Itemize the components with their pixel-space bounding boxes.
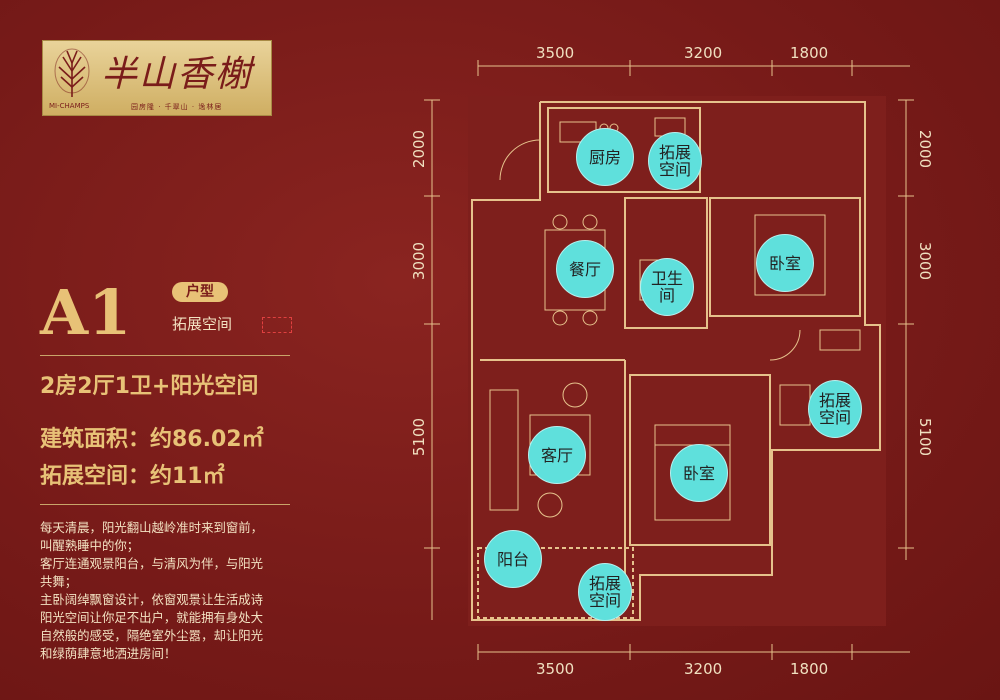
description-line: 每天清晨，阳光翻山越岭准时来到窗前， <box>40 520 264 535</box>
dim-left-2: 3000 <box>410 241 429 281</box>
dim-bottom-1: 3500 <box>536 660 575 678</box>
dim-left-1: 2000 <box>410 129 429 169</box>
room-living: 客厅 <box>528 426 586 484</box>
description-line: 自然般的感受，隔绝室外尘嚣，却让阳光 <box>40 628 264 643</box>
dim-bottom-2: 3200 <box>684 660 723 678</box>
room-bath: 卫生间 <box>640 258 694 316</box>
brand-english: MI-CHAMPS <box>49 102 90 110</box>
unit-code: A1 <box>40 276 132 349</box>
dim-right-2: 3000 <box>916 241 935 281</box>
dim-bottom-3: 1800 <box>790 660 829 678</box>
room-kitchen: 厨房 <box>576 128 634 186</box>
room-master-bedroom: 卧室 <box>670 444 728 502</box>
room-ext-top: 拓展空间 <box>648 132 702 190</box>
brand-logo: 半山香榭 MI-CHAMPS 园房隆 · 千翠山 · 逸林居 <box>42 40 272 116</box>
dim-top-3: 1800 <box>790 44 829 62</box>
dim-top-1: 3500 <box>536 44 575 62</box>
unit-type-badge: 户型 <box>172 282 228 302</box>
description-line: 共舞； <box>40 574 78 589</box>
description: 每天清晨，阳光翻山越岭准时来到窗前， 叫醒熟睡中的你； 客厅连通观景阳台，与清风… <box>40 519 302 663</box>
description-line: 和绿荫肆意地洒进房间！ <box>40 646 177 661</box>
extended-area: 拓展空间：约11㎡ <box>40 464 225 489</box>
tree-icon <box>54 48 90 97</box>
description-line: 阳光空间让你足不出户，就能拥有身处大 <box>40 610 264 625</box>
legend-swatch <box>262 317 292 333</box>
dim-right-1: 2000 <box>916 129 935 169</box>
room-dining: 餐厅 <box>556 240 614 298</box>
brand-name: 半山香榭 <box>101 54 254 95</box>
unit-layout: 2房2厅1卫+阳光空间 <box>40 374 259 399</box>
room-ext-bottom: 拓展空间 <box>578 563 632 621</box>
dim-top-2: 3200 <box>684 44 723 62</box>
building-area: 建筑面积：约86.02㎡ <box>40 427 264 452</box>
description-line: 客厅连通观景阳台，与清风为伴，与阳光 <box>40 556 264 571</box>
legend-label: 拓展空间 <box>172 315 233 333</box>
room-ext-right: 拓展空间 <box>808 380 862 438</box>
divider-top <box>40 355 290 356</box>
description-line: 主卧阔绰飘窗设计，依窗观景让生活成诗 <box>40 592 264 607</box>
room-bedroom-top: 卧室 <box>756 234 814 292</box>
description-line: 叫醒熟睡中的你； <box>40 538 140 553</box>
room-balcony: 阳台 <box>484 530 542 588</box>
brand-tagline: 园房隆 · 千翠山 · 逸林居 <box>131 103 223 111</box>
dim-right-3: 5100 <box>916 417 935 457</box>
divider-bottom <box>40 504 290 505</box>
dim-left-3: 5100 <box>410 417 429 457</box>
